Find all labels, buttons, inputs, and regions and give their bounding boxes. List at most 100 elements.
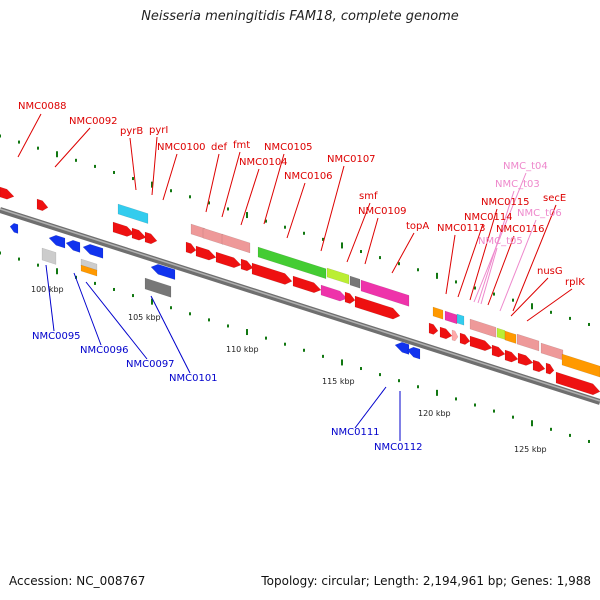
leader-line (526, 288, 573, 322)
gene-label: secE (543, 193, 566, 204)
gene-feature (444, 310, 458, 325)
leader-line (286, 182, 306, 239)
gene-feature (469, 318, 497, 338)
gene-label: NMC0095 (32, 331, 81, 342)
gene-feature (344, 291, 356, 304)
gene-feature (451, 329, 459, 342)
leader-line (17, 113, 42, 158)
map-title: Neisseria meningitidis FAM18, complete g… (141, 9, 459, 24)
gene-feature (144, 277, 172, 298)
label-leader-lines (17, 113, 573, 441)
gene-label: pyrI (149, 125, 168, 136)
gene-feature (65, 239, 81, 253)
gene-label: NMC0113 (437, 223, 486, 234)
gene-label: NMC0109 (358, 206, 407, 217)
gene-feature (439, 326, 453, 340)
leader-line (477, 190, 515, 304)
leader-line (487, 235, 515, 306)
leader-line (473, 172, 527, 303)
gene-feature (491, 344, 506, 358)
trna-label: NMC_t06 (517, 208, 562, 219)
scale-label: 100 kbp (31, 285, 64, 294)
gene-feature (195, 245, 217, 261)
gene-feature (406, 346, 421, 360)
gene-feature (496, 327, 506, 340)
trna-label: NMC_t05 (478, 236, 523, 247)
scale-ticks (0, 134, 590, 443)
leader-line (85, 281, 148, 360)
leader-line (364, 217, 379, 265)
leader-line (391, 232, 415, 274)
gene-label: pyrB (120, 126, 143, 137)
gene-feature (504, 349, 519, 363)
gene-label: NMC0112 (374, 442, 423, 453)
gene-feature (240, 258, 254, 272)
gene-label: nusG (537, 266, 563, 277)
scale-label: 115 kbp (322, 377, 355, 386)
gene-label: NMC0101 (169, 373, 218, 384)
gene-feature (0, 186, 15, 200)
scale-label: 105 kbp (128, 313, 161, 322)
gene-feature (504, 330, 517, 344)
scale-label: 120 kbp (418, 409, 451, 418)
gene-feature (48, 234, 66, 249)
gene-label: NMC0116 (496, 224, 545, 235)
gene-feature (131, 227, 147, 241)
gene-feature (36, 198, 49, 212)
leader-line (354, 386, 387, 429)
gene-label: NMC0106 (284, 171, 333, 182)
gene-feature (428, 322, 439, 335)
gene-feature (516, 333, 540, 352)
gene-feature (257, 246, 327, 280)
gene-feature (532, 359, 546, 373)
gene-feature (82, 243, 104, 259)
gene-label: NMC0100 (157, 142, 206, 153)
gene-feature (202, 227, 224, 245)
leader-line (54, 127, 91, 168)
reverse-gene-labels: NMC0095 NMC0096 NMC0097 NMC0101 NMC0111 … (32, 331, 423, 453)
gene-label: NMC0088 (18, 101, 67, 112)
gene-label: NMC0092 (69, 116, 118, 127)
leader-line (346, 202, 371, 263)
gene-feature (555, 371, 600, 396)
leader-line (45, 264, 55, 332)
genome-summary: Topology: circular; Length: 2,194,961 bp… (261, 574, 591, 588)
gene-feature (41, 247, 57, 265)
gene-feature (360, 279, 410, 307)
leader-line (480, 247, 498, 305)
gene-label: smf (359, 191, 378, 202)
leader-line (129, 137, 137, 191)
gene-feature (561, 353, 600, 378)
gene-feature (456, 313, 465, 326)
gene-label: def (211, 142, 228, 153)
gene-feature (459, 332, 471, 345)
scale-labels: 100 kbp 105 kbp 110 kbp 115 kbp 120 kbp … (31, 285, 547, 454)
gene-feature (292, 275, 322, 293)
gene-feature (9, 223, 19, 234)
gene-label: fmt (233, 140, 250, 151)
gene-feature (150, 263, 176, 281)
trna-label: NMC_t04 (503, 161, 548, 172)
gene-label: NMC0111 (331, 427, 380, 438)
gene-feature (112, 221, 135, 237)
gene-feature (326, 267, 350, 285)
gene-feature (349, 275, 361, 289)
leader-line (162, 153, 178, 201)
gene-label: NMC0107 (327, 154, 376, 165)
leader-line (445, 234, 456, 295)
gene-label: NMC0096 (80, 345, 129, 356)
leader-line (221, 151, 241, 218)
genome-backbone (0, 207, 600, 405)
gene-feature (540, 342, 564, 361)
gene-feature (144, 231, 158, 245)
gene-feature (432, 306, 444, 320)
gene-label: rplK (565, 277, 585, 288)
gene-features (0, 186, 600, 396)
gene-feature (354, 295, 401, 320)
gene-feature (185, 241, 197, 254)
leader-line (151, 136, 158, 196)
leader-line (240, 168, 260, 226)
gene-feature (545, 362, 555, 375)
gene-label: NMC0115 (481, 197, 530, 208)
